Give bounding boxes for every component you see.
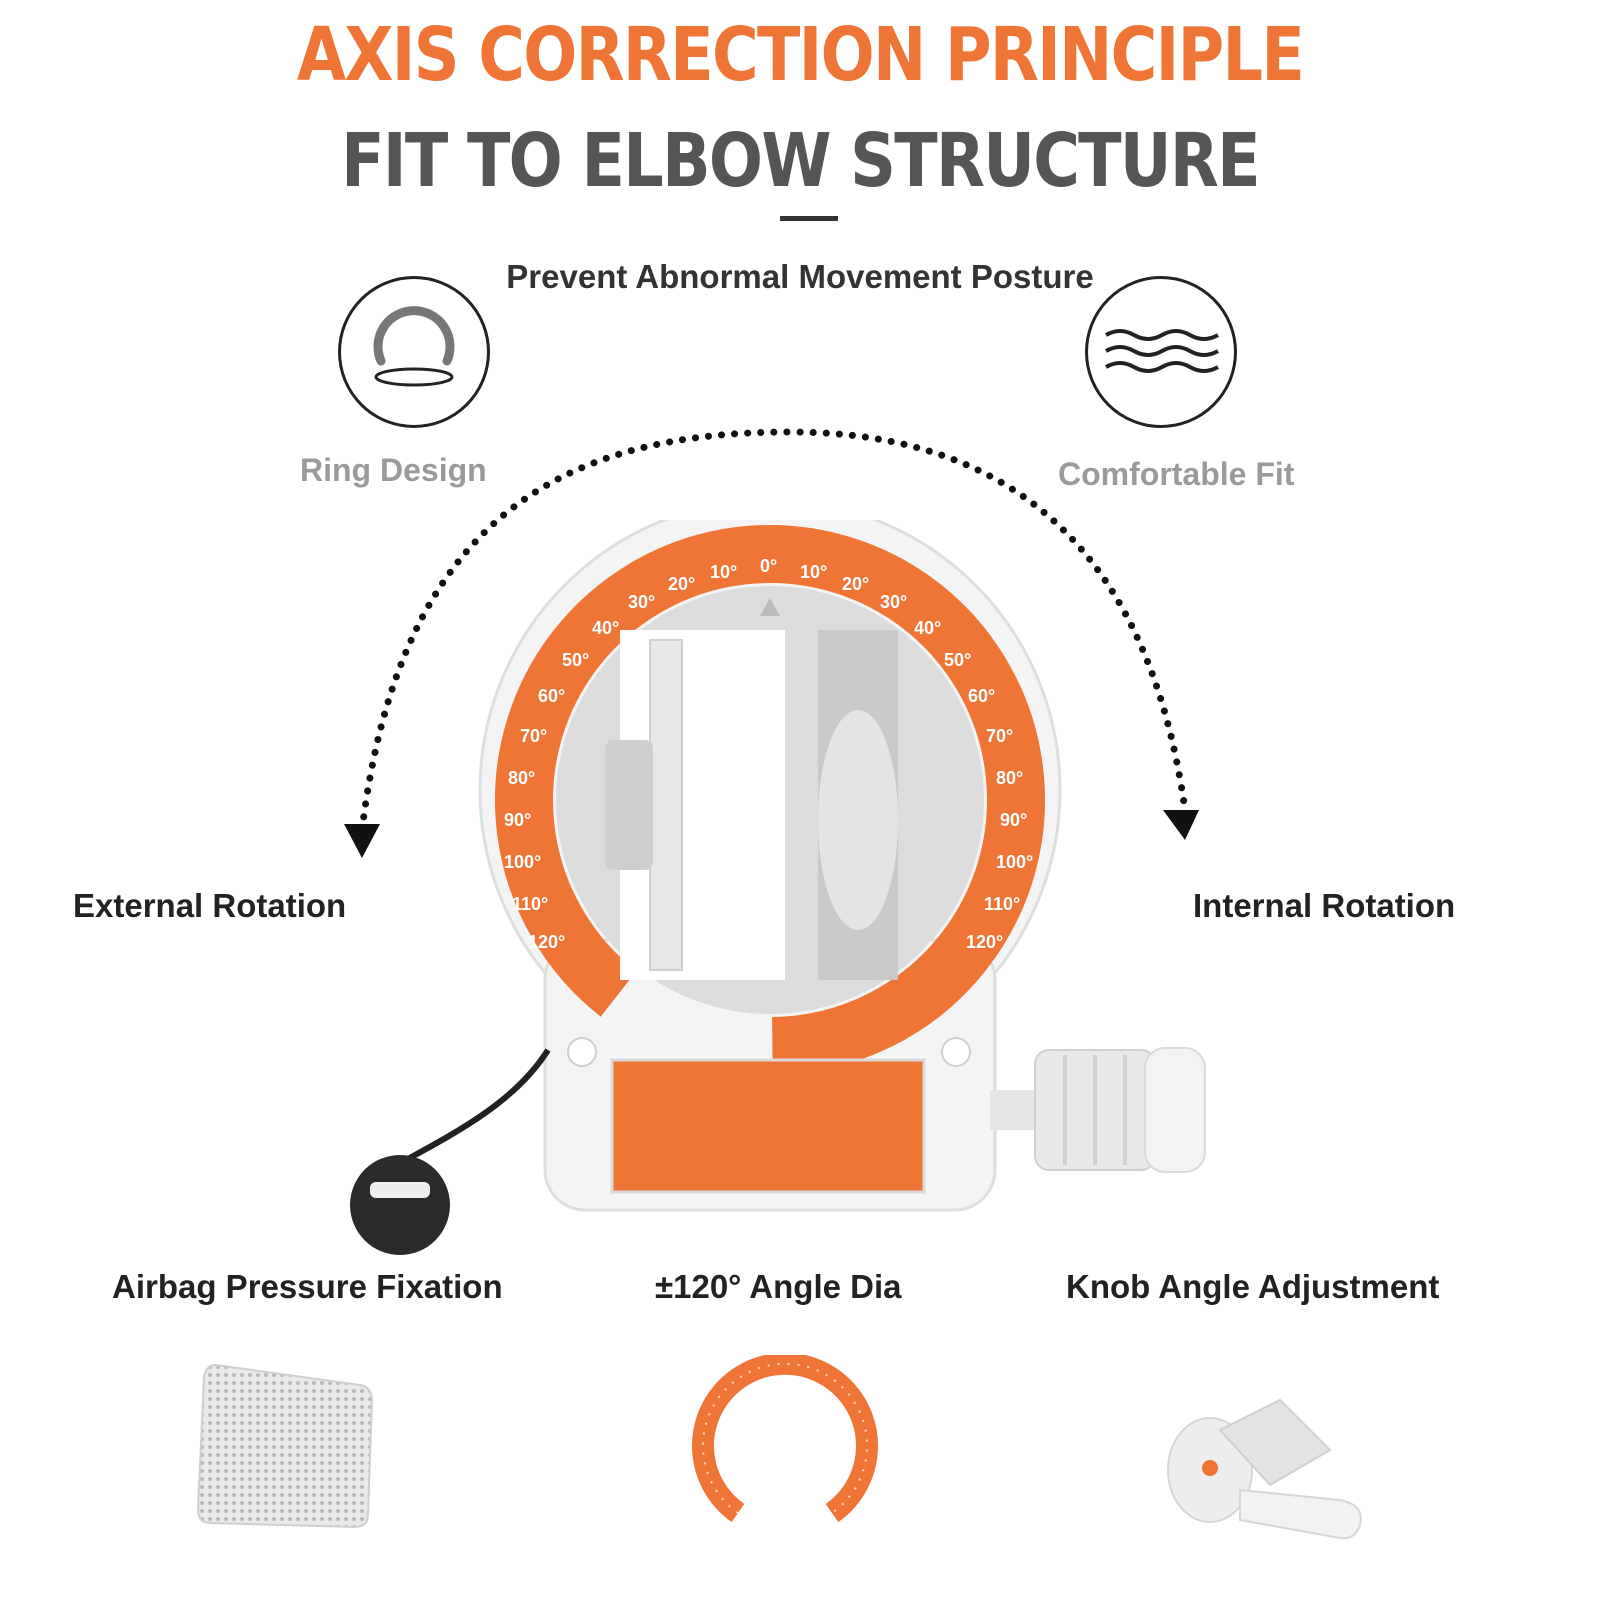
sub-title: FIT TO ELBOW STRUCTURE — [341, 118, 1260, 204]
ring-icon — [338, 276, 490, 428]
rotation-arc — [344, 428, 1199, 858]
ring-design-label: Ring Design — [300, 452, 487, 488]
right-arrowhead — [1163, 810, 1199, 840]
title-divider — [780, 216, 838, 221]
left-arrowhead — [344, 824, 380, 858]
tagline: Prevent Abnormal Movement Posture — [506, 258, 1094, 295]
main-title: AXIS CORRECTION PRINCIPLE — [296, 12, 1305, 98]
knob-label: Knob Angle Adjustment — [1066, 1268, 1440, 1305]
mesh-pad-icon — [196, 1363, 374, 1529]
external-rotation-label: External Rotation — [73, 887, 347, 924]
waves-icon — [1085, 276, 1237, 428]
angle-dial-icon — [692, 1355, 878, 1522]
comfortable-fit-label: Comfortable Fit — [1058, 456, 1295, 492]
internal-rotation-label: Internal Rotation — [1193, 887, 1456, 924]
angle-dial-label: ±120° Angle Dia — [655, 1268, 902, 1305]
dial-pointer — [760, 598, 780, 616]
elbow-brace-device — [350, 520, 1206, 1255]
knob-icon — [1167, 1398, 1362, 1540]
airbag-label: Airbag Pressure Fixation — [112, 1268, 503, 1305]
